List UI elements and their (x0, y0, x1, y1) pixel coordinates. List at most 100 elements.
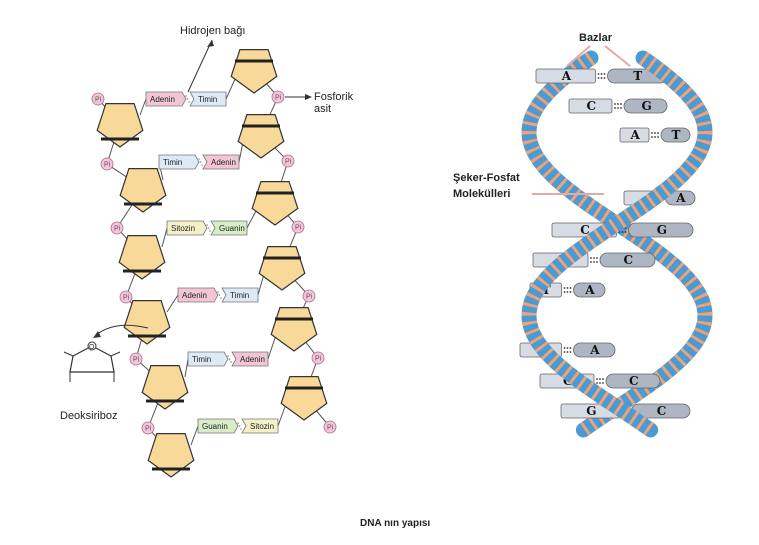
helix-right-base (599, 252, 656, 268)
sugar-base-link (267, 334, 277, 360)
hydrogen-bond-dot (227, 355, 229, 357)
svg-text:O: O (89, 344, 95, 351)
deoxyribose-label: Deoksiriboz (60, 410, 117, 422)
deoxyribose-structure-icon: O (63, 341, 121, 382)
helix-right-base-label: T (633, 69, 642, 83)
hydrogen-bond-dot (198, 158, 200, 160)
hydrogen-bond-dot (199, 161, 202, 163)
right-base-box (231, 351, 269, 367)
phosphate-label: Pi (145, 426, 152, 433)
hydrogen-bond-dot (188, 101, 190, 103)
helix-bond-dot (617, 107, 619, 109)
figure-caption: DNA nın yapısı (360, 518, 430, 529)
sugar-base-link (166, 294, 179, 313)
phosphoric-acid-label-line1: Fosforik (314, 91, 354, 103)
helix-right-base (605, 373, 661, 389)
deoxyribose-sugar (96, 102, 144, 148)
helix-bond-dot (602, 378, 604, 380)
right-base-label: Adenin (211, 158, 236, 167)
helix-bond-dot (603, 77, 606, 79)
helix-left-base-label: A (630, 128, 641, 142)
phosphate-group: Pi (271, 90, 285, 104)
deoxyribose-sugar (141, 365, 189, 410)
helix-bond-dot (597, 77, 600, 79)
phosphate-group: Pi (291, 220, 305, 234)
right-base-box (210, 220, 248, 236)
helix-bond-dot (624, 231, 627, 233)
helix-left-base-label: C (587, 99, 597, 113)
bases-label: Bazlar (579, 32, 613, 44)
phosphoric-acid-arrowhead (305, 94, 312, 100)
hydrogen-bond-dot (201, 164, 203, 166)
sugar-base-link (139, 98, 147, 116)
left-base-label: Timin (163, 158, 182, 167)
helix-right-base (660, 127, 691, 143)
phosphoric-acid-label-line2: asit (314, 103, 331, 115)
hydrogen-bond-dot (228, 358, 231, 360)
helix-bond-dot (563, 287, 566, 289)
helix-bond-dot (566, 287, 569, 289)
right-base-label: Guanin (219, 224, 245, 233)
hydrogen-bond-dot (209, 230, 211, 232)
hydrogen-bond-dot (185, 95, 187, 97)
sugar-base-link (161, 227, 168, 248)
helix-bond-dot (569, 291, 572, 293)
hydrogen-bond-dot (217, 291, 219, 293)
sugar-base-link (225, 76, 237, 100)
phosphate-group: Pi (302, 289, 316, 303)
hydrogen-bond-label: Hidrojen bağı (180, 25, 245, 37)
helix-bond-dot (566, 291, 569, 293)
helix-bond-dot (651, 132, 653, 134)
helix-right-base (628, 222, 694, 238)
phosphate-group: Pi (110, 221, 124, 235)
helix-bond-dot (569, 351, 572, 353)
helix-bond-dot (654, 136, 656, 138)
hydrogen-bond-dot (237, 422, 239, 424)
helix-bond-dot (590, 261, 592, 263)
phosphate-label: Pi (327, 425, 334, 432)
phosphate-group: Pi (141, 421, 155, 435)
helix-bond-dot (599, 382, 601, 384)
deoxyribose-sugar (119, 168, 167, 213)
deoxyribose-sugar (280, 376, 328, 421)
helix-bond-dot (596, 257, 598, 259)
right-base-label: Timin (198, 95, 217, 104)
phosphate-group: Pi (91, 92, 105, 106)
right-base-box (189, 91, 227, 107)
hydrogen-bond-dot (238, 425, 241, 427)
helix-bond-dot (617, 103, 619, 105)
helix-right-base (573, 282, 606, 298)
helix-bond-dot (624, 227, 627, 229)
right-base-box (221, 287, 259, 303)
helix-right-base-label: C (629, 374, 639, 388)
helix-right-base-label: C (624, 253, 634, 267)
helix-bond-dot (599, 378, 601, 380)
phosphate-label: Pi (295, 225, 302, 232)
deoxyribose-arrow (95, 324, 149, 336)
hydrogen-bond-dot (206, 224, 208, 226)
phosphate-label: Pi (306, 294, 313, 301)
helix-left-base (568, 98, 613, 114)
right-base-box (241, 418, 279, 434)
phosphate-label: Pi (114, 226, 121, 233)
helix-right-base-label: A (584, 283, 595, 297)
right-base-label: Sitozin (250, 422, 274, 431)
helix-left-base (619, 127, 650, 143)
phosphate-label: Pi (133, 357, 140, 364)
deoxyribose-sugar (251, 181, 299, 226)
helix-bond-dot (569, 287, 572, 289)
deoxyribose-sugar (118, 235, 166, 280)
hydrogen-bond-arrow (187, 39, 213, 93)
hydrogen-bond-dot (186, 98, 189, 100)
helix-right-base-label: A (675, 191, 686, 205)
helix-bond-dot (600, 73, 603, 75)
left-base-box (166, 220, 208, 236)
hydrogen-bond-dot (218, 294, 221, 296)
helix-bond-dot (620, 103, 622, 105)
left-base-label: Timin (192, 355, 211, 364)
deoxyribose-sugar (237, 113, 285, 159)
